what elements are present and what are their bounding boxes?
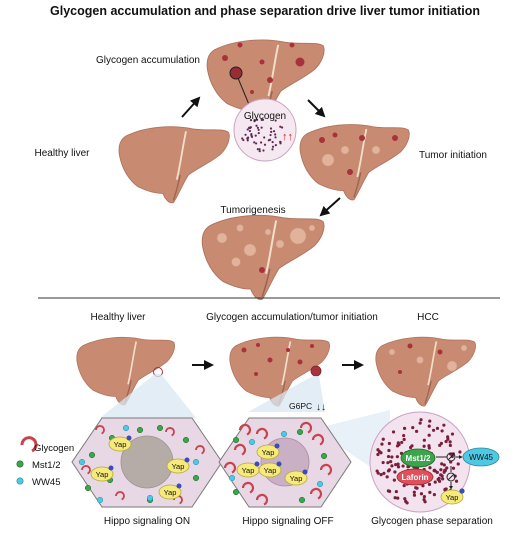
col-header-hcc: HCC: [417, 312, 439, 323]
yap-icon: Yap: [258, 461, 282, 478]
glycogen-icon: [195, 445, 205, 455]
svg-text:↑↑: ↑↑: [282, 131, 293, 143]
label-healthy-liver-top: Healthy liver: [34, 148, 90, 159]
svg-text:Yap: Yap: [164, 488, 177, 497]
mst-dot: [192, 474, 200, 482]
ww45-pill: WW45: [462, 447, 500, 467]
arrow-glycogen-to-tumor: [307, 99, 326, 118]
svg-text:Yap: Yap: [96, 470, 109, 479]
svg-text:Yap: Yap: [262, 448, 275, 457]
zoom-cone-2: [248, 376, 325, 412]
glycogen-icon: [309, 487, 323, 500]
svg-text:Yap: Yap: [264, 466, 277, 475]
figure-title: Glycogen accumulation and phase separati…: [50, 4, 480, 18]
laforin-pill: Laforin: [396, 468, 434, 486]
caption-phase-separation: Glycogen phase separation: [371, 516, 493, 527]
mst-dot: [136, 426, 144, 434]
mst-dot: [232, 488, 240, 496]
mst-dot: [156, 424, 164, 432]
yap-icon: Yap: [166, 457, 190, 474]
glycogen-icon: [165, 427, 175, 437]
label-glycogen: Glycogen: [244, 111, 286, 122]
g6pc-label: G6PC: [289, 401, 312, 411]
glycogen-icon: [233, 443, 247, 456]
ww45-dot: [248, 438, 256, 446]
ww45-dot: [96, 496, 104, 504]
glycogen-accumulation-liver: [206, 38, 326, 122]
label-glycogen-accumulation: Glycogen accumulation: [96, 55, 200, 66]
yap-icon: Yap: [284, 469, 308, 486]
col-header-accumulation: Glycogen accumulation/tumor initiation: [206, 312, 378, 323]
label-tumor-initiation: Tumor initiation: [419, 150, 487, 161]
yap-icon: Yap: [108, 435, 132, 452]
label-tumorigenesis: Tumorigenesis: [220, 205, 285, 216]
svg-text:Mst1/2: Mst1/2: [406, 454, 431, 463]
legend: Glycogen Mst1/2 WW45: [16, 436, 74, 488]
mst-pill: Mst1/2: [400, 448, 436, 468]
tumor-initiation-liver: [299, 123, 411, 201]
glycogen-icon: [238, 423, 252, 436]
mst-dot: [182, 436, 190, 444]
arrow-tumor-to-tumorigenesis: [319, 197, 341, 217]
mst-dot: [298, 496, 306, 504]
healthy-liver-top: [118, 125, 231, 204]
ww45-dot: [146, 494, 154, 502]
zoom-cone-1: [100, 374, 196, 418]
legend-ww45-label: WW45: [32, 477, 61, 488]
yap-icon: Yap: [158, 483, 182, 500]
legend-glycogen-icon: [20, 436, 38, 453]
svg-text:Yap: Yap: [446, 493, 459, 502]
col-header-healthy: Healthy liver: [90, 312, 146, 323]
yap-phase-separation: Yap: [440, 488, 465, 505]
inhibit-symbol-1: [446, 452, 456, 462]
legend-glycogen-label: Glycogen: [34, 443, 74, 454]
mst-dot: [320, 452, 328, 460]
yap-icon: Yap: [236, 461, 260, 478]
accumulation-liver-bottom: [228, 336, 331, 407]
legend-mst-icon: [16, 460, 24, 468]
glycogen-icon: [255, 427, 269, 440]
hepatocyte-hippo-on: [71, 417, 223, 508]
mst-dot: [296, 428, 304, 436]
mst-dot: [84, 484, 92, 492]
yap-icon: Yap: [256, 443, 280, 460]
glycogen-icon: [319, 463, 333, 476]
ww45-dot: [316, 480, 324, 488]
hcc-liver-bottom: [374, 336, 477, 407]
glycogen-icon: [241, 481, 255, 494]
glycogen-icon: [81, 465, 91, 475]
glycogen-icon: [95, 425, 105, 435]
glycogen-icon: [223, 461, 237, 474]
ww45-dot: [122, 424, 130, 432]
svg-text:Yap: Yap: [290, 474, 303, 483]
svg-text:Yap: Yap: [172, 462, 185, 471]
svg-text:Yap: Yap: [242, 466, 255, 475]
ww45-dot: [280, 430, 288, 438]
legend-ww45-icon: [16, 477, 24, 485]
mst-dot: [232, 436, 240, 444]
svg-text:Laforin: Laforin: [401, 473, 428, 482]
ww45-dot: [228, 474, 236, 482]
glycogen-icon: [115, 491, 125, 501]
glycogen-icon: [255, 493, 269, 506]
inhibit-symbol-2: [446, 472, 456, 482]
mst-dot: [88, 451, 96, 459]
ww45-dot: [78, 458, 86, 466]
legend-mst-label: Mst1/2: [32, 460, 61, 471]
glycogen-zoom-circle: ↑↑: [233, 98, 297, 162]
glycogen-icon: [311, 433, 325, 446]
ww45-dot: [192, 458, 200, 466]
yap-icon: Yap: [90, 465, 114, 482]
caption-hippo-on: Hippo signaling ON: [104, 516, 190, 527]
arrow-healthy-to-glycogen: [181, 96, 201, 118]
tumorigenesis-liver: [201, 214, 325, 301]
glycogen-icon: [299, 421, 313, 434]
svg-text:Yap: Yap: [114, 440, 127, 449]
g6pc-down-arrows: ↓↓: [316, 402, 326, 413]
caption-hippo-off: Hippo signaling OFF: [242, 516, 333, 527]
svg-text:WW45: WW45: [469, 453, 494, 462]
